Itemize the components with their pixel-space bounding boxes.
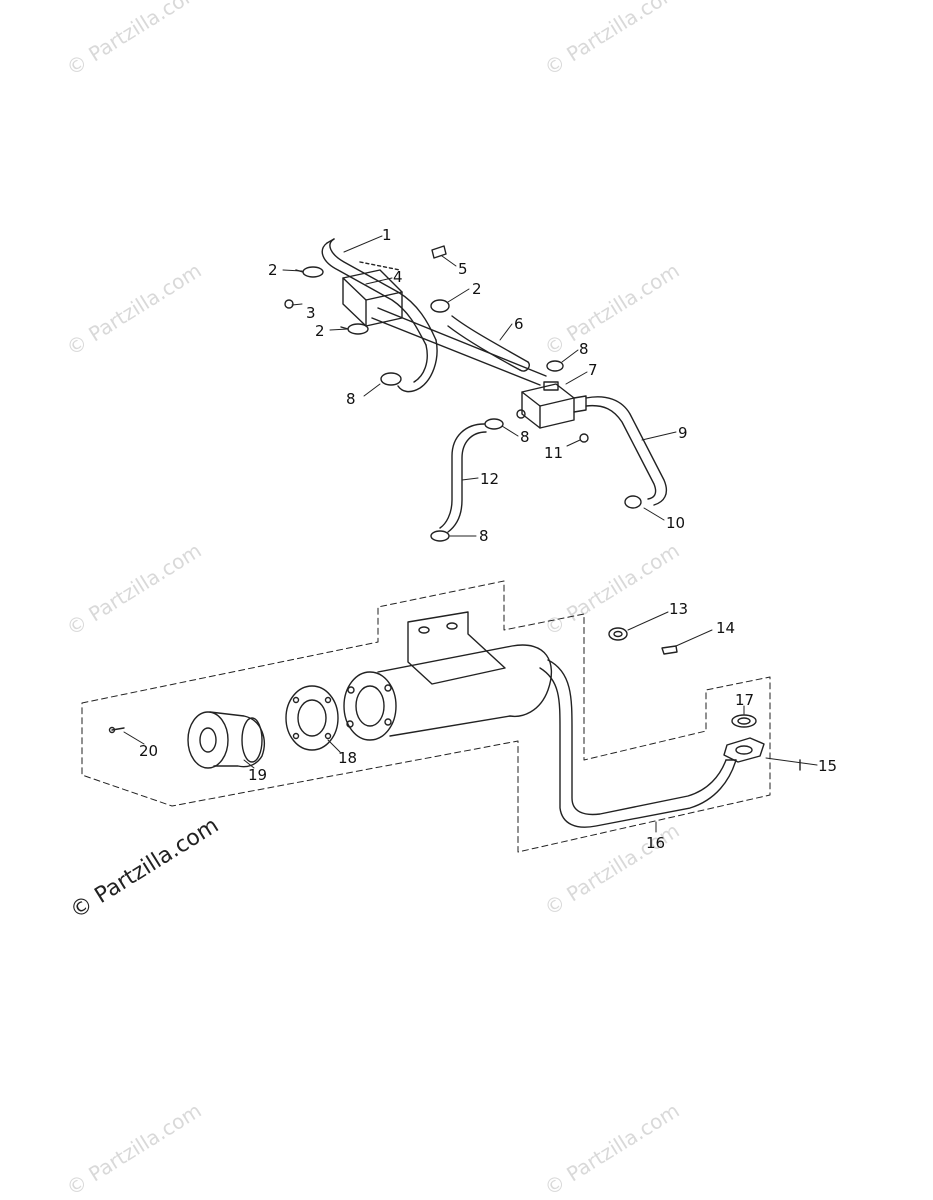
callout-8d: 8 <box>479 527 489 545</box>
callout-17: 17 <box>735 691 754 709</box>
callout-6: 6 <box>514 315 524 333</box>
part-muffler <box>343 644 553 741</box>
callout-19: 19 <box>248 766 267 784</box>
nut-icon <box>579 433 589 443</box>
callout-20: 20 <box>139 742 158 760</box>
callout-16: 16 <box>646 834 665 852</box>
bolt-icon <box>431 245 447 259</box>
callout-10: 10 <box>666 514 685 532</box>
clamp-icon <box>430 530 450 542</box>
callout-2c: 2 <box>315 322 325 340</box>
part-16-exhaust-pipe <box>539 659 737 828</box>
clamp-icon <box>546 360 564 372</box>
callout-15: 15 <box>818 757 837 775</box>
part-9-pipe <box>585 396 668 506</box>
bolt-icon <box>108 726 125 734</box>
callout-14: 14 <box>716 619 735 637</box>
part-flange <box>723 737 765 763</box>
callout-8: 8 <box>579 340 589 358</box>
clamp-icon <box>484 418 504 430</box>
callout-5: 5 <box>458 260 468 278</box>
clamp-icon <box>380 372 402 386</box>
part-12-hose <box>439 423 487 533</box>
callout-1: 1 <box>382 226 392 244</box>
callout-8b: 8 <box>346 390 356 408</box>
callout-2: 2 <box>268 261 278 279</box>
callout-2b: 2 <box>472 280 482 298</box>
bolt-icon <box>284 299 294 309</box>
part-1-pipe <box>321 238 438 393</box>
callout-18: 18 <box>338 749 357 767</box>
dashed-group-outline <box>81 580 771 853</box>
part-18-gasket <box>285 685 339 751</box>
part-6-hose <box>447 315 530 372</box>
callouts: 1 2 3 4 5 2 6 2 8 7 8 8 11 9 12 10 8 13 … <box>139 226 837 852</box>
callout-9: 9 <box>678 424 688 442</box>
part-7-valve <box>516 381 587 429</box>
part-19-spark-arrestor <box>187 711 265 769</box>
callout-11: 11 <box>544 444 563 462</box>
callout-4: 4 <box>393 268 403 286</box>
bolt-icon <box>661 645 678 655</box>
clamp-icon <box>430 299 450 313</box>
part-mount-bracket <box>407 611 506 685</box>
callout-12: 12 <box>480 470 499 488</box>
callout-7: 7 <box>588 361 598 379</box>
clamp-icon <box>295 266 324 278</box>
nut-icon <box>608 627 628 641</box>
leader-lines <box>123 235 818 833</box>
callout-13: 13 <box>669 600 688 618</box>
callout-3: 3 <box>306 304 316 322</box>
clamp-icon <box>624 495 642 509</box>
frame-rail <box>371 307 547 386</box>
part-17-gasket <box>731 714 757 728</box>
callout-8c: 8 <box>520 428 530 446</box>
